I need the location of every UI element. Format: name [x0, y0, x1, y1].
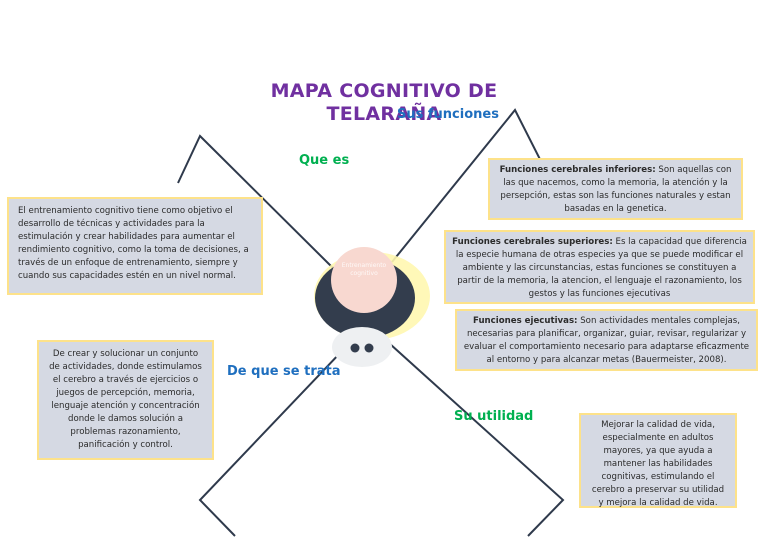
spider-eye-left — [350, 343, 360, 353]
label-sus-funciones: Sus funciones — [397, 107, 499, 122]
page-title: MAPA COGNITIVO DE TELARAÑA — [270, 80, 498, 125]
spider-face — [332, 327, 392, 367]
label-su-utilidad: Su utilidad — [454, 409, 534, 424]
leg-lower-right — [379, 334, 565, 537]
box-que-es: El entrenamiento cognitivo tiene como ob… — [7, 197, 263, 295]
inferiores-title: Funciones cerebrales inferiores: — [499, 165, 656, 175]
box-funciones-ejecutivas: Funciones ejecutivas: Son actividades me… — [455, 309, 758, 371]
spider-eye-right — [364, 343, 374, 353]
ejecutivas-title: Funciones ejecutivas: — [473, 316, 578, 326]
superiores-text: Es la capacidad que diferencia la especi… — [455, 237, 747, 299]
leg-upper-left — [177, 134, 338, 273]
box-funciones-superiores: Funciones cerebrales superiores: Es la c… — [444, 230, 755, 304]
leg-lower-left — [198, 329, 363, 537]
superiores-title: Funciones cerebrales superiores: — [452, 237, 613, 247]
box-de-que-se-trata: De crear y solucionar un conjunto de act… — [37, 340, 214, 460]
ejecutivas-text: Son actividades mentales complejas, nece… — [463, 316, 750, 365]
box-su-utilidad: Mejorar la calidad de vida, especialment… — [579, 413, 737, 508]
center-circle — [331, 247, 397, 313]
center-text: Entrenamiento cognitivo — [341, 262, 387, 277]
inferiores-text: Son aquellas con las que nacemos, como l… — [500, 165, 732, 214]
box-funciones-inferiores: Funciones cerebrales inferiores: Son aqu… — [488, 158, 743, 220]
label-de-que-se-trata: De que se trata — [227, 364, 341, 379]
label-que-es: Que es — [299, 153, 350, 168]
